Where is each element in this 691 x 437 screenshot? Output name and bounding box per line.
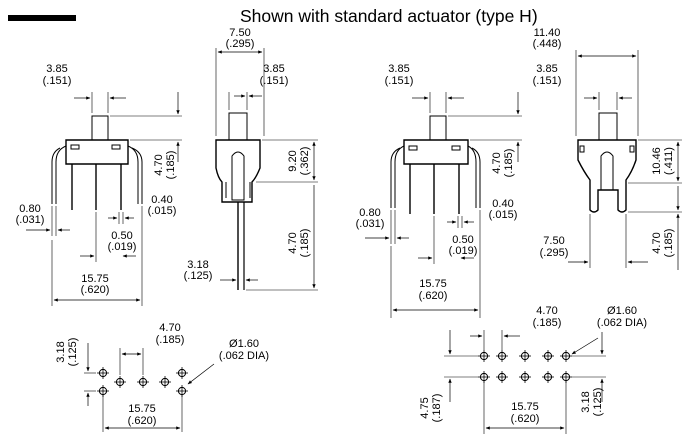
left-pcb-hole-dim-in: (.062 DIA) [219,350,269,362]
right-front-act-dim-in: (.185) [503,149,515,178]
header-bar [8,15,76,21]
right-pcb-view [444,330,606,434]
right-pcb-rowl-dim: 4.75 [419,397,431,418]
right-pcb-rowl-dim-in: (.187) [431,394,443,423]
left-front-pinw-dim-in: (.031) [16,214,45,226]
left-front-width-dim: 15.75 [81,273,109,285]
right-front-pint-dim: 0.40 [492,198,513,210]
left-front-pinw-dim: 0.80 [19,203,40,215]
left-pcb-pitch-dim: 4.70 [159,322,180,334]
right-front-act-dim: 4.70 [491,152,503,173]
left-pcb-pitch-dim-in: (.185) [156,334,185,346]
left-side-right-dim-in: (.151) [260,75,289,87]
left-side-right-dim: 3.85 [263,63,284,75]
left-pcb-row-dim-in: (.125) [67,338,79,367]
right-front-width-dim-in: (.620) [419,290,448,302]
right-side-base-dim: 7.50 [543,235,564,247]
right-pcb-span-dim: 15.75 [511,401,539,413]
right-pcb-hole-dim: Ø1.60 [607,305,637,317]
right-front-view [365,92,522,318]
right-side-leg-dim-in: (.185) [663,229,675,258]
left-side-leg-dim-in: (.185) [299,229,311,258]
right-side-right-dim: 3.85 [536,63,557,75]
right-front-pitch-dim: 0.50 [452,234,473,246]
right-pcb-pitch-dim-in: (.185) [533,317,562,329]
left-side-leg-dim: 4.70 [287,232,299,253]
right-front-pint-dim-in: (.015) [489,209,518,221]
right-pcb-rowr-dim: 3.18 [580,391,592,412]
left-front-act-dim: 4.70 [153,154,165,175]
left-front-pint-dim-in: (.015) [148,205,177,217]
right-front-pitch-dim-in: (.019) [449,245,478,257]
left-side-height-dim-in: (.362) [299,147,311,176]
left-front-pitch-dim-in: (.019) [108,241,137,253]
left-side-top-dim: 7.50 [229,27,250,39]
right-side-height-dim: 10.46 [651,147,663,175]
left-front-top-dim-in: (.151) [43,75,72,87]
right-front-pinw-dim: 0.80 [359,207,380,219]
right-side-view [568,50,682,270]
right-pcb-pitch-dim: 4.70 [536,305,557,317]
right-side-height-dim-in: (.411) [663,147,675,175]
left-front-width-dim-in: (.620) [81,284,110,296]
left-pcb-span-dim-in: (.620) [128,415,157,427]
left-side-bottom-dim: 3.18 [187,259,208,271]
left-front-pint-dim: 0.40 [151,194,172,206]
left-front-pitch-dim: 0.50 [111,230,132,242]
left-pcb-hole-dim: Ø1.60 [229,338,259,350]
right-front-top-dim-in: (.151) [385,75,414,87]
left-front-act-dim-in: (.185) [165,151,177,180]
right-front-pinw-dim-in: (.031) [356,218,385,230]
left-pcb-row-dim: 3.18 [55,341,67,362]
right-front-width-dim: 15.75 [419,278,447,290]
right-pcb-span-dim-in: (.620) [511,413,540,425]
right-front-top-dim: 3.85 [388,63,409,75]
right-pcb-hole-dim-in: (.062 DIA) [597,317,647,329]
page-title: Shown with standard actuator (type H) [240,6,538,26]
left-pcb-span-dim: 15.75 [128,403,156,415]
left-side-bottom-dim-in: (.125) [184,270,213,282]
right-side-base-dim-in: (.295) [540,247,569,259]
right-pcb-rowr-dim-in: (.125) [592,388,604,417]
right-side-leg-dim: 4.70 [651,232,663,253]
left-pcb-view [84,343,215,432]
right-side-right-dim-in: (.151) [533,75,562,87]
left-front-top-dim: 3.85 [46,63,67,75]
right-side-top-dim: 11.40 [534,27,561,39]
left-front-view [26,92,182,306]
left-side-view [215,48,318,291]
left-side-height-dim: 9.20 [287,150,299,171]
right-side-top-dim-in: (.448) [533,38,562,50]
left-side-top-dim-in: (.295) [226,38,255,50]
